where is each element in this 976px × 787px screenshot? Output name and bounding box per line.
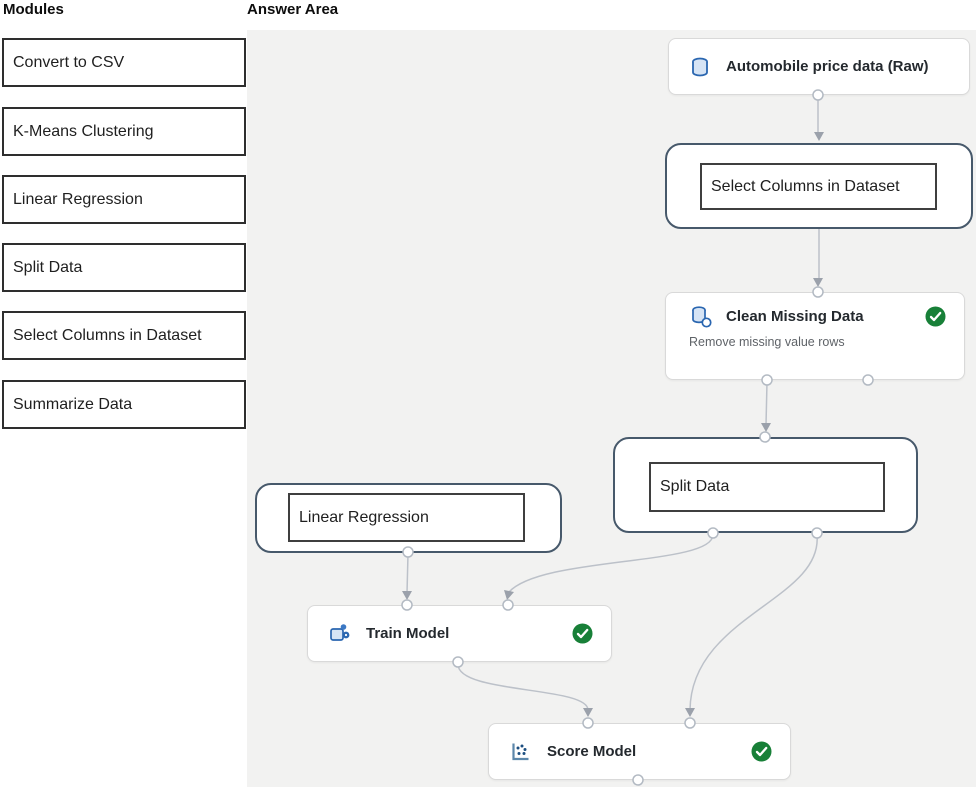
check-circle-icon [572, 623, 593, 644]
clean-data-icon [689, 305, 712, 328]
module-item-summarize-data[interactable]: Summarize Data [2, 380, 246, 429]
score-model-icon [509, 740, 532, 763]
module-item-convert-to-csv[interactable]: Convert to CSV [2, 38, 246, 87]
module-item-linear-regression[interactable]: Linear Regression [2, 175, 246, 224]
answer-area-title: Answer Area [247, 1, 339, 18]
module-item-kmeans-clustering[interactable]: K-Means Clustering [2, 107, 246, 156]
node-label: Train Model [366, 625, 450, 642]
check-circle-icon [925, 306, 946, 327]
dropped-module-label: Split Data [660, 478, 730, 495]
module-item-split-data[interactable]: Split Data [2, 243, 246, 292]
drop-slot-select-columns[interactable]: Select Columns in Dataset [665, 143, 973, 229]
drop-slot-linear-regression[interactable]: Linear Regression [255, 483, 562, 553]
module-item-label: Select Columns in Dataset [13, 326, 202, 344]
node-description: Remove missing value rows [689, 335, 845, 349]
modules-panel-title: Modules [3, 1, 64, 18]
node-label: Clean Missing Data [726, 308, 864, 325]
dropped-module-linear-regression[interactable]: Linear Regression [288, 493, 525, 542]
node-label: Score Model [547, 743, 637, 760]
node-label: Automobile price data (Raw) [726, 58, 929, 75]
dropped-module-select-columns[interactable]: Select Columns in Dataset [700, 163, 937, 210]
node-score-model[interactable]: Score Model [488, 723, 791, 780]
module-item-label: Summarize Data [13, 395, 133, 413]
module-item-label: K-Means Clustering [13, 122, 154, 140]
dropped-module-split-data[interactable]: Split Data [649, 462, 885, 512]
module-item-label: Convert to CSV [13, 53, 125, 71]
module-item-select-columns[interactable]: Select Columns in Dataset [2, 311, 246, 360]
dropped-module-label: Linear Regression [299, 508, 429, 526]
train-model-icon [328, 622, 351, 645]
node-automobile-price-data[interactable]: Automobile price data (Raw) [668, 38, 970, 95]
node-train-model[interactable]: Train Model [307, 605, 612, 662]
check-circle-icon [751, 741, 772, 762]
drop-slot-split-data[interactable]: Split Data [613, 437, 918, 533]
dropped-module-label: Select Columns in Dataset [711, 177, 900, 195]
module-item-label: Split Data [13, 258, 83, 276]
database-icon [689, 56, 711, 78]
node-clean-missing-data[interactable]: Clean Missing Data Remove missing value … [665, 292, 965, 380]
module-item-label: Linear Regression [13, 190, 143, 208]
